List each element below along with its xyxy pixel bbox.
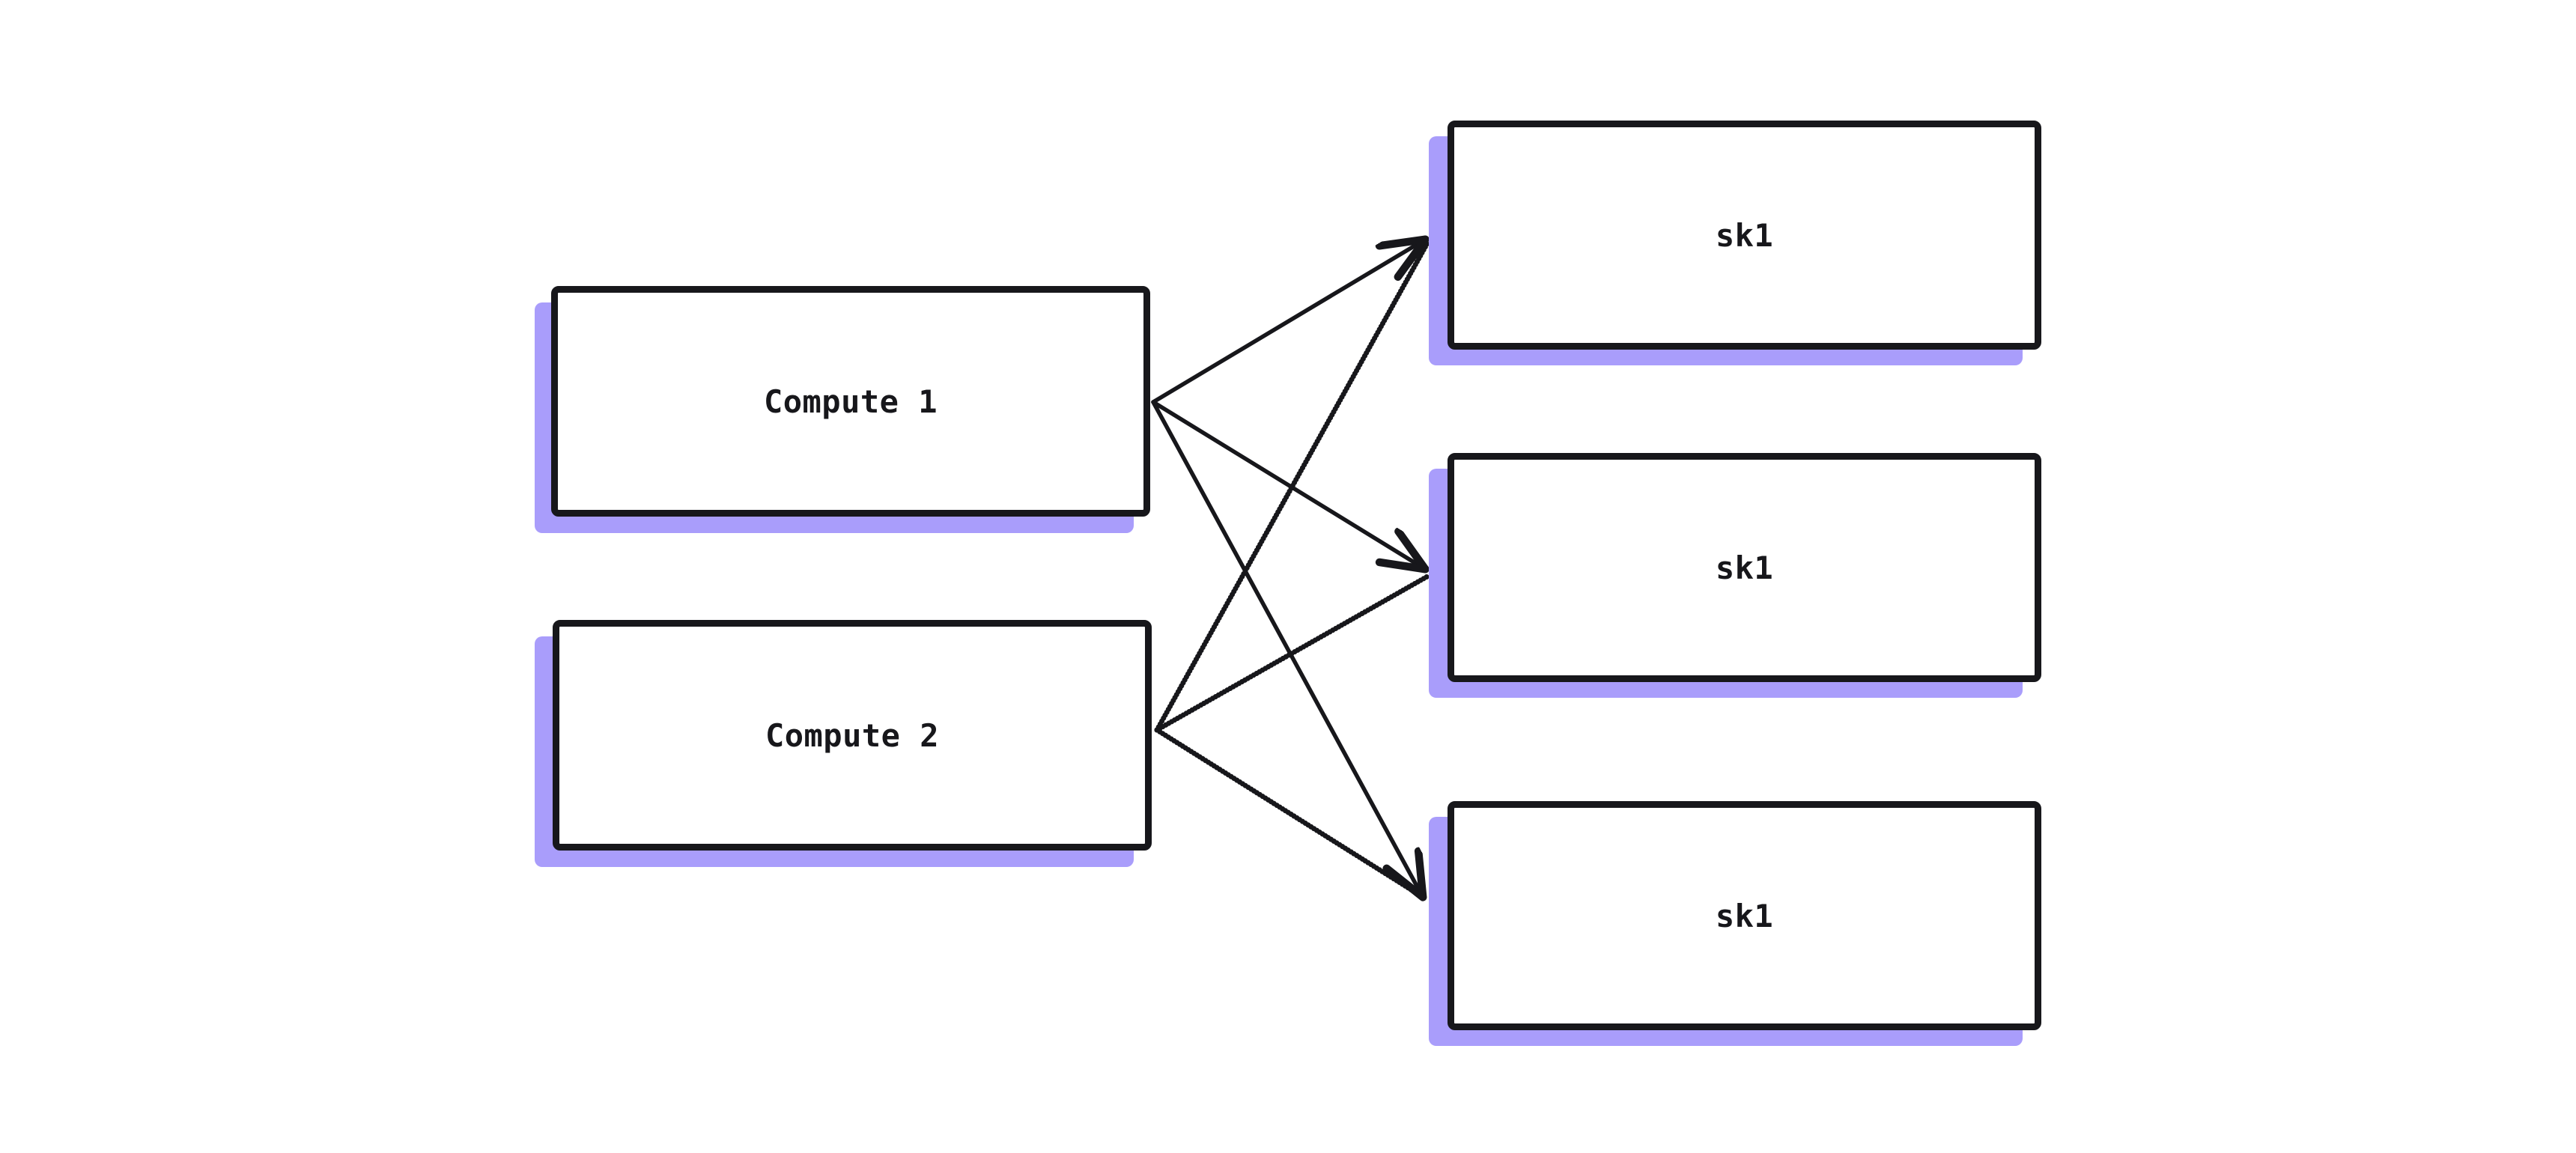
edge-compute1-sk1c: [1151, 400, 1423, 897]
node-label: Compute 2: [765, 717, 940, 754]
edge-compute2-sk1c: [1154, 727, 1428, 901]
node-compute-2[interactable]: Compute 2: [535, 620, 1152, 867]
edge-compute1-sk1b: [1151, 400, 1425, 569]
node-body[interactable]: sk1: [1448, 453, 2041, 682]
node-label: sk1: [1715, 549, 1774, 586]
edge-compute2-sk1b: [1154, 574, 1430, 733]
node-body[interactable]: Compute 2: [553, 620, 1152, 851]
node-label: sk1: [1715, 897, 1774, 934]
node-body[interactable]: Compute 1: [551, 286, 1150, 517]
node-sk1-3[interactable]: sk1: [1429, 801, 2041, 1046]
node-label: sk1: [1715, 216, 1774, 254]
node-compute-1[interactable]: Compute 1: [535, 286, 1150, 533]
node-sk1-1[interactable]: sk1: [1429, 121, 2041, 365]
node-body[interactable]: sk1: [1448, 801, 2041, 1030]
edges-dotted: [1154, 240, 1430, 901]
node-label: Compute 1: [763, 383, 938, 420]
node-body[interactable]: sk1: [1448, 121, 2041, 350]
edges-solid: [1151, 240, 1425, 897]
edge-compute2-sk1a: [1154, 240, 1430, 733]
node-sk1-2[interactable]: sk1: [1429, 453, 2041, 698]
edge-compute1-sk1a: [1151, 240, 1425, 404]
